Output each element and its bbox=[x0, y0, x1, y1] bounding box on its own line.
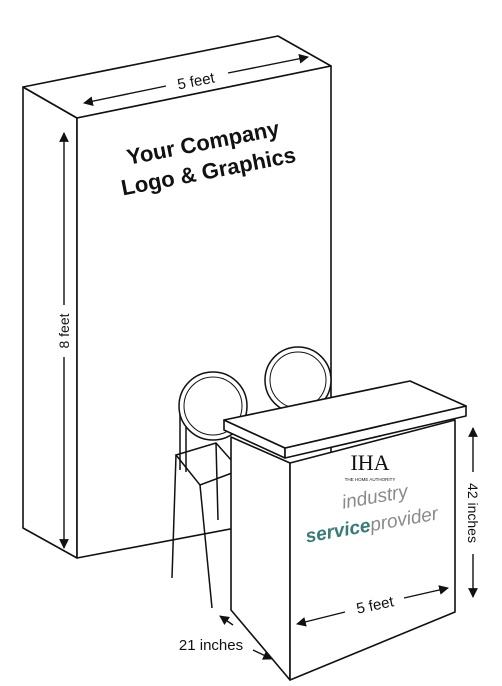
counter-height-label: 42 inches bbox=[465, 483, 481, 543]
counter-top bbox=[223, 380, 467, 449]
iha-logo: IHA bbox=[350, 450, 389, 475]
counter-height-dimension: 42 inches bbox=[465, 427, 481, 598]
chair-front bbox=[171, 371, 248, 609]
counter-depth-dimension: 21 inches bbox=[179, 615, 273, 660]
counter-depth-label: 21 inches bbox=[179, 637, 243, 654]
backwall-height-label: 8 feet bbox=[56, 313, 72, 348]
backwall-height-dimension: 8 feet bbox=[56, 132, 72, 549]
iha-tagline: THE HOME AUTHORITY bbox=[345, 477, 396, 482]
